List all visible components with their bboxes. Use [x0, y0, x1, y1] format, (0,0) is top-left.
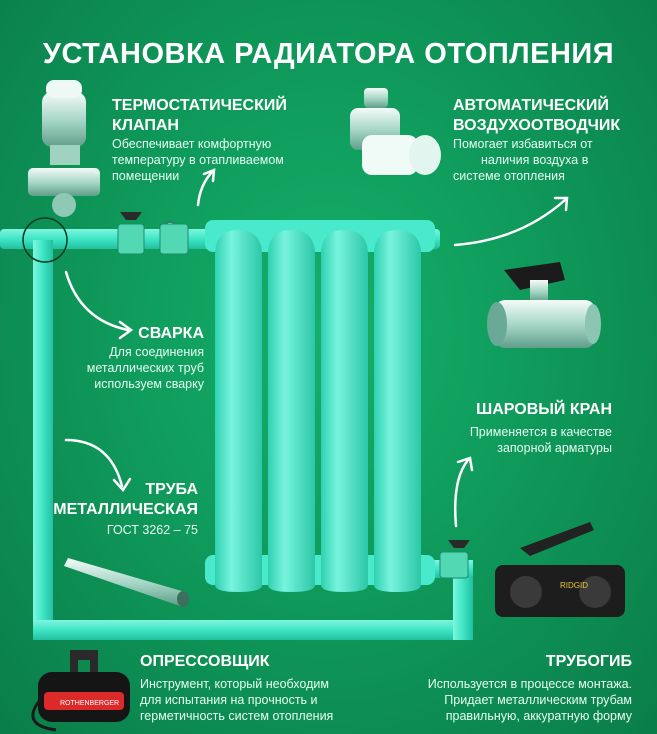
arrow-thermo-head — [202, 168, 216, 183]
arrow-pipe-head — [112, 477, 132, 493]
pipe-bender-text-1: Используется в процессе монтажа. — [427, 677, 632, 691]
air-vent-block: АВТОМАТИЧЕСКИЙ ВОЗДУХООТВОДЧИК Помогает … — [453, 96, 643, 184]
thermo-valve-heading-line1: ТЕРМОСТАТИЧЕСКИЙ — [112, 97, 287, 114]
bottom-valve-icon — [439, 540, 470, 579]
arrow-ball-valve — [453, 458, 470, 528]
pressure-tester-block: ОПРЕССОВЩИК Инструмент, который необходи… — [140, 652, 380, 724]
ball-valve-block: ШАРОВЫЙ КРАН Применяется в качестве запо… — [420, 400, 612, 456]
ball-valve-text-1: Применяется в качестве — [469, 425, 612, 439]
pipe-text-1: ГОСТ 3262 – 75 — [106, 523, 198, 537]
welding-block: СВАРКА Для соединения металлических труб… — [60, 324, 204, 392]
welding-text-1: Для соединения — [109, 345, 204, 359]
return-pipe — [33, 620, 473, 640]
pipe-bender-brand: RIDGID — [560, 581, 588, 590]
thermo-valve-block: ТЕРМОСТАТИЧЕСКИЙ КЛАПАН Обеспечивает ком… — [112, 96, 332, 184]
arrow-pipe — [64, 438, 124, 488]
ball-valve-heading: ШАРОВЫЙ КРАН — [476, 401, 612, 418]
thermo-valve-heading-line2: КЛАПАН — [112, 117, 179, 134]
supply-valve-icon — [117, 212, 189, 255]
radiator — [205, 220, 435, 592]
welding-heading: СВАРКА — [138, 325, 204, 342]
air-vent-text-3: системе отопления — [453, 169, 565, 183]
pipe-bender-block: ТРУБОГИБ Используется в процессе монтажа… — [380, 652, 632, 724]
air-vent-heading-line1: АВТОМАТИЧЕСКИЙ — [453, 97, 609, 114]
pipe-bender-text-3: правильную, аккуратную форму — [445, 709, 632, 723]
thermo-valve-text-1: Обеспечивает комфортную — [112, 137, 272, 151]
air-vent-icon — [350, 88, 441, 175]
return-riser-pipe — [453, 575, 473, 640]
pressure-tester-brand: ROTHENBERGER — [60, 700, 119, 707]
metal-pipe-icon — [64, 558, 189, 607]
pressure-tester-icon: ROTHENBERGER — [31, 650, 130, 732]
welding-text-3: используем сварку — [94, 377, 204, 391]
pipe-heading-line2: МЕТАЛЛИЧЕСКАЯ — [53, 501, 198, 518]
pipe-bender-icon: RIDGID — [495, 522, 625, 617]
air-vent-text-1: Помогает избавиться от — [453, 137, 593, 151]
thermostatic-valve-icon — [28, 80, 100, 217]
arrow-ball-valve-head — [456, 456, 474, 472]
pressure-tester-text-3: герметичность систем отопления — [140, 709, 334, 723]
arrow-air-vent-head — [553, 196, 569, 212]
pipe-heading-line1: ТРУБА — [145, 481, 198, 498]
pipe-bender-heading: ТРУБОГИБ — [545, 653, 632, 670]
thermo-valve-text-3: помещении — [112, 169, 180, 183]
pipe-bender-text-2: Придает металлическим трубам — [444, 693, 632, 707]
arrow-welding — [64, 270, 130, 332]
arrow-thermo — [196, 170, 214, 207]
pressure-tester-text-2: для испытания на прочность и — [140, 693, 318, 707]
ball-valve-icon — [487, 262, 601, 348]
page-title: УСТАНОВКА РАДИАТОРА ОТОПЛЕНИЯ — [42, 38, 615, 70]
air-vent-heading-line2: ВОЗДУХООТВОДЧИК — [453, 117, 621, 134]
pressure-tester-heading: ОПРЕССОВЩИК — [140, 653, 270, 670]
air-vent-text-2: наличия воздуха в — [481, 153, 589, 167]
weld-point-circle — [22, 217, 68, 263]
thermo-valve-text-2: температуру в отапливаемом — [112, 153, 284, 167]
arrow-air-vent — [453, 198, 567, 247]
arrow-welding-head — [118, 320, 134, 340]
pressure-tester-text-1: Инструмент, который необходим — [140, 677, 329, 691]
pipe-block: ТРУБА МЕТАЛЛИЧЕСКАЯ ГОСТ 3262 – 75 — [40, 480, 198, 538]
ball-valve-text-2: запорной арматуры — [497, 441, 612, 455]
left-riser-pipe — [33, 240, 53, 640]
welding-text-2: металлических труб — [86, 361, 204, 375]
